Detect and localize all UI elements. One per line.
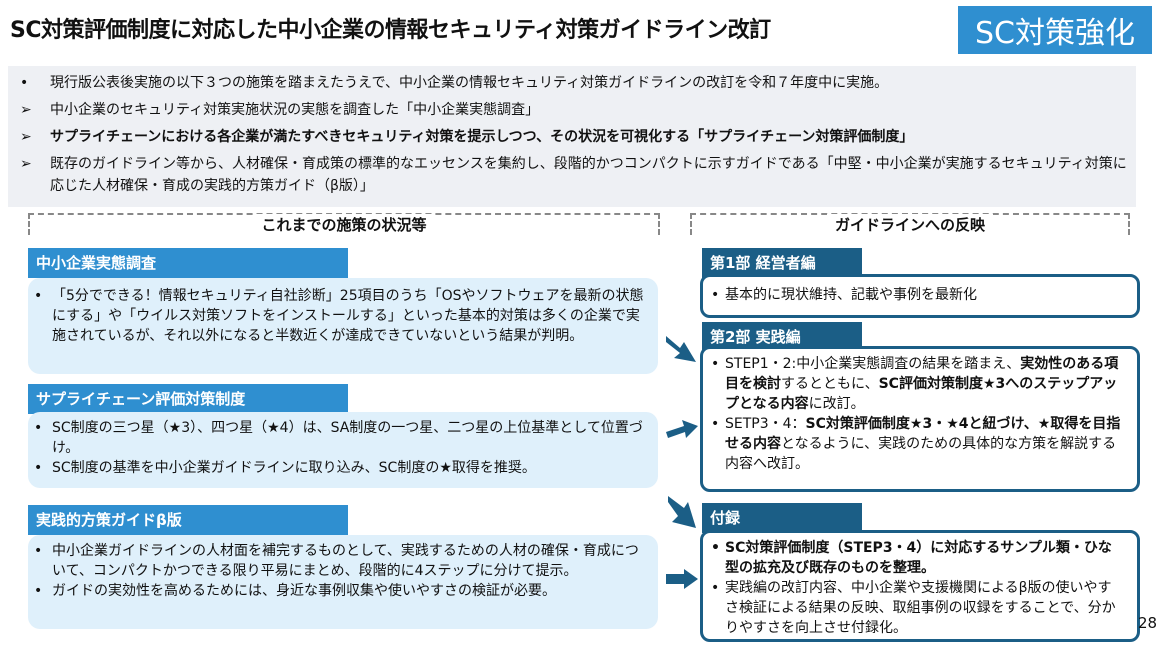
- appendix-box: •SC対策評価制度（STEP3・4）に対応するサンプル類・ひな型の拡充及び既存の…: [700, 530, 1140, 642]
- arrow-icon: [666, 420, 698, 438]
- left-section-header: これまでの施策の状況等: [28, 213, 660, 235]
- list-item: •SC制度の基準を中小企業ガイドラインに取り込み、SC制度の★取得を推奨。: [34, 460, 536, 476]
- summary-item: • 現行版公表後実施の以下３つの施策を踏まえたうえで、中小企業の情報セキュリティ…: [20, 75, 889, 91]
- list-item: •中小企業ガイドラインの人材面を補完するものとして、実践するための人材の確保・育…: [34, 543, 639, 579]
- list-item: • STEP1・2:中小企業実態調査の結果を踏まえ、実効性のある項目を検討すると…: [711, 356, 1119, 412]
- arrow-icon: [666, 569, 698, 589]
- summary-panel: • 現行版公表後実施の以下３つの施策を踏まえたうえで、中小企業の情報セキュリティ…: [8, 66, 1136, 207]
- summary-item: ➢ 既存のガイドライン等から、人材確保・育成策の標準的なエッセンスを集約し、段階…: [20, 156, 1127, 194]
- list-item: •SC制度の三つ星（★3）、四つ星（★4）は、SA制度の一つ星、二つ星の上位基準…: [34, 420, 643, 456]
- category-tag: SC対策強化: [958, 6, 1152, 54]
- arrow-icon: [668, 496, 696, 528]
- summary-item: ➢ 中小企業のセキュリティ対策実施状況の実態を調査した「中小企業実態調査」: [20, 102, 540, 118]
- part2-box: • STEP1・2:中小企業実態調査の結果を踏まえ、実効性のある項目を検討すると…: [700, 346, 1140, 492]
- supply-chain-box: •SC制度の三つ星（★3）、四つ星（★4）は、SA制度の一つ星、二つ星の上位基準…: [28, 412, 658, 488]
- practical-guide-tab: 実践的方策ガイドβ版: [28, 505, 348, 535]
- appendix-tab: 付録: [702, 503, 862, 533]
- supply-chain-tab: サプライチェーン評価対策制度: [28, 384, 348, 414]
- part1-tab: 第1部 経営者編: [702, 248, 862, 278]
- list-item: •基本的に現状維持、記載や事例を最新化: [711, 287, 977, 303]
- practical-guide-box: •中小企業ガイドラインの人材面を補完するものとして、実践するための人材の確保・育…: [28, 535, 658, 629]
- list-item: •SC対策評価制度（STEP3・4）に対応するサンプル類・ひな型の拡充及び既存の…: [711, 540, 1112, 576]
- survey-box: •「5分でできる！情報セキュリティ自社診断」25項目のうち「OSやソフトウェアを…: [28, 278, 658, 374]
- page-number: 28: [1138, 614, 1158, 632]
- arrow-icon: [666, 336, 696, 362]
- part1-box: •基本的に現状維持、記載や事例を最新化: [700, 274, 1140, 318]
- summary-item: ➢ サプライチェーンにおける各企業が満たすべきセキュリティ対策を提示しつつ、その…: [20, 129, 914, 145]
- page-title: SC対策評価制度に対応した中小企業の情報セキュリティ対策ガイドライン改訂: [10, 18, 771, 43]
- list-item: •「5分でできる！情報セキュリティ自社診断」25項目のうち「OSやソフトウェアを…: [34, 288, 644, 344]
- list-item: •実践編の改訂内容、中小企業や支援機関によるβ版の使いやすさ検証による結果の反映…: [711, 580, 1116, 636]
- right-section-header: ガイドラインへの反映: [690, 213, 1130, 235]
- list-item: • SETP3・4：SC対策評価制度★3・★4と紐づけ、★取得を目指せる内容とな…: [711, 416, 1121, 472]
- survey-tab: 中小企業実態調査: [28, 248, 348, 278]
- list-item: •ガイドの実効性を高めるためには、身近な事例収集や使いやすさの検証が必要。: [34, 583, 556, 599]
